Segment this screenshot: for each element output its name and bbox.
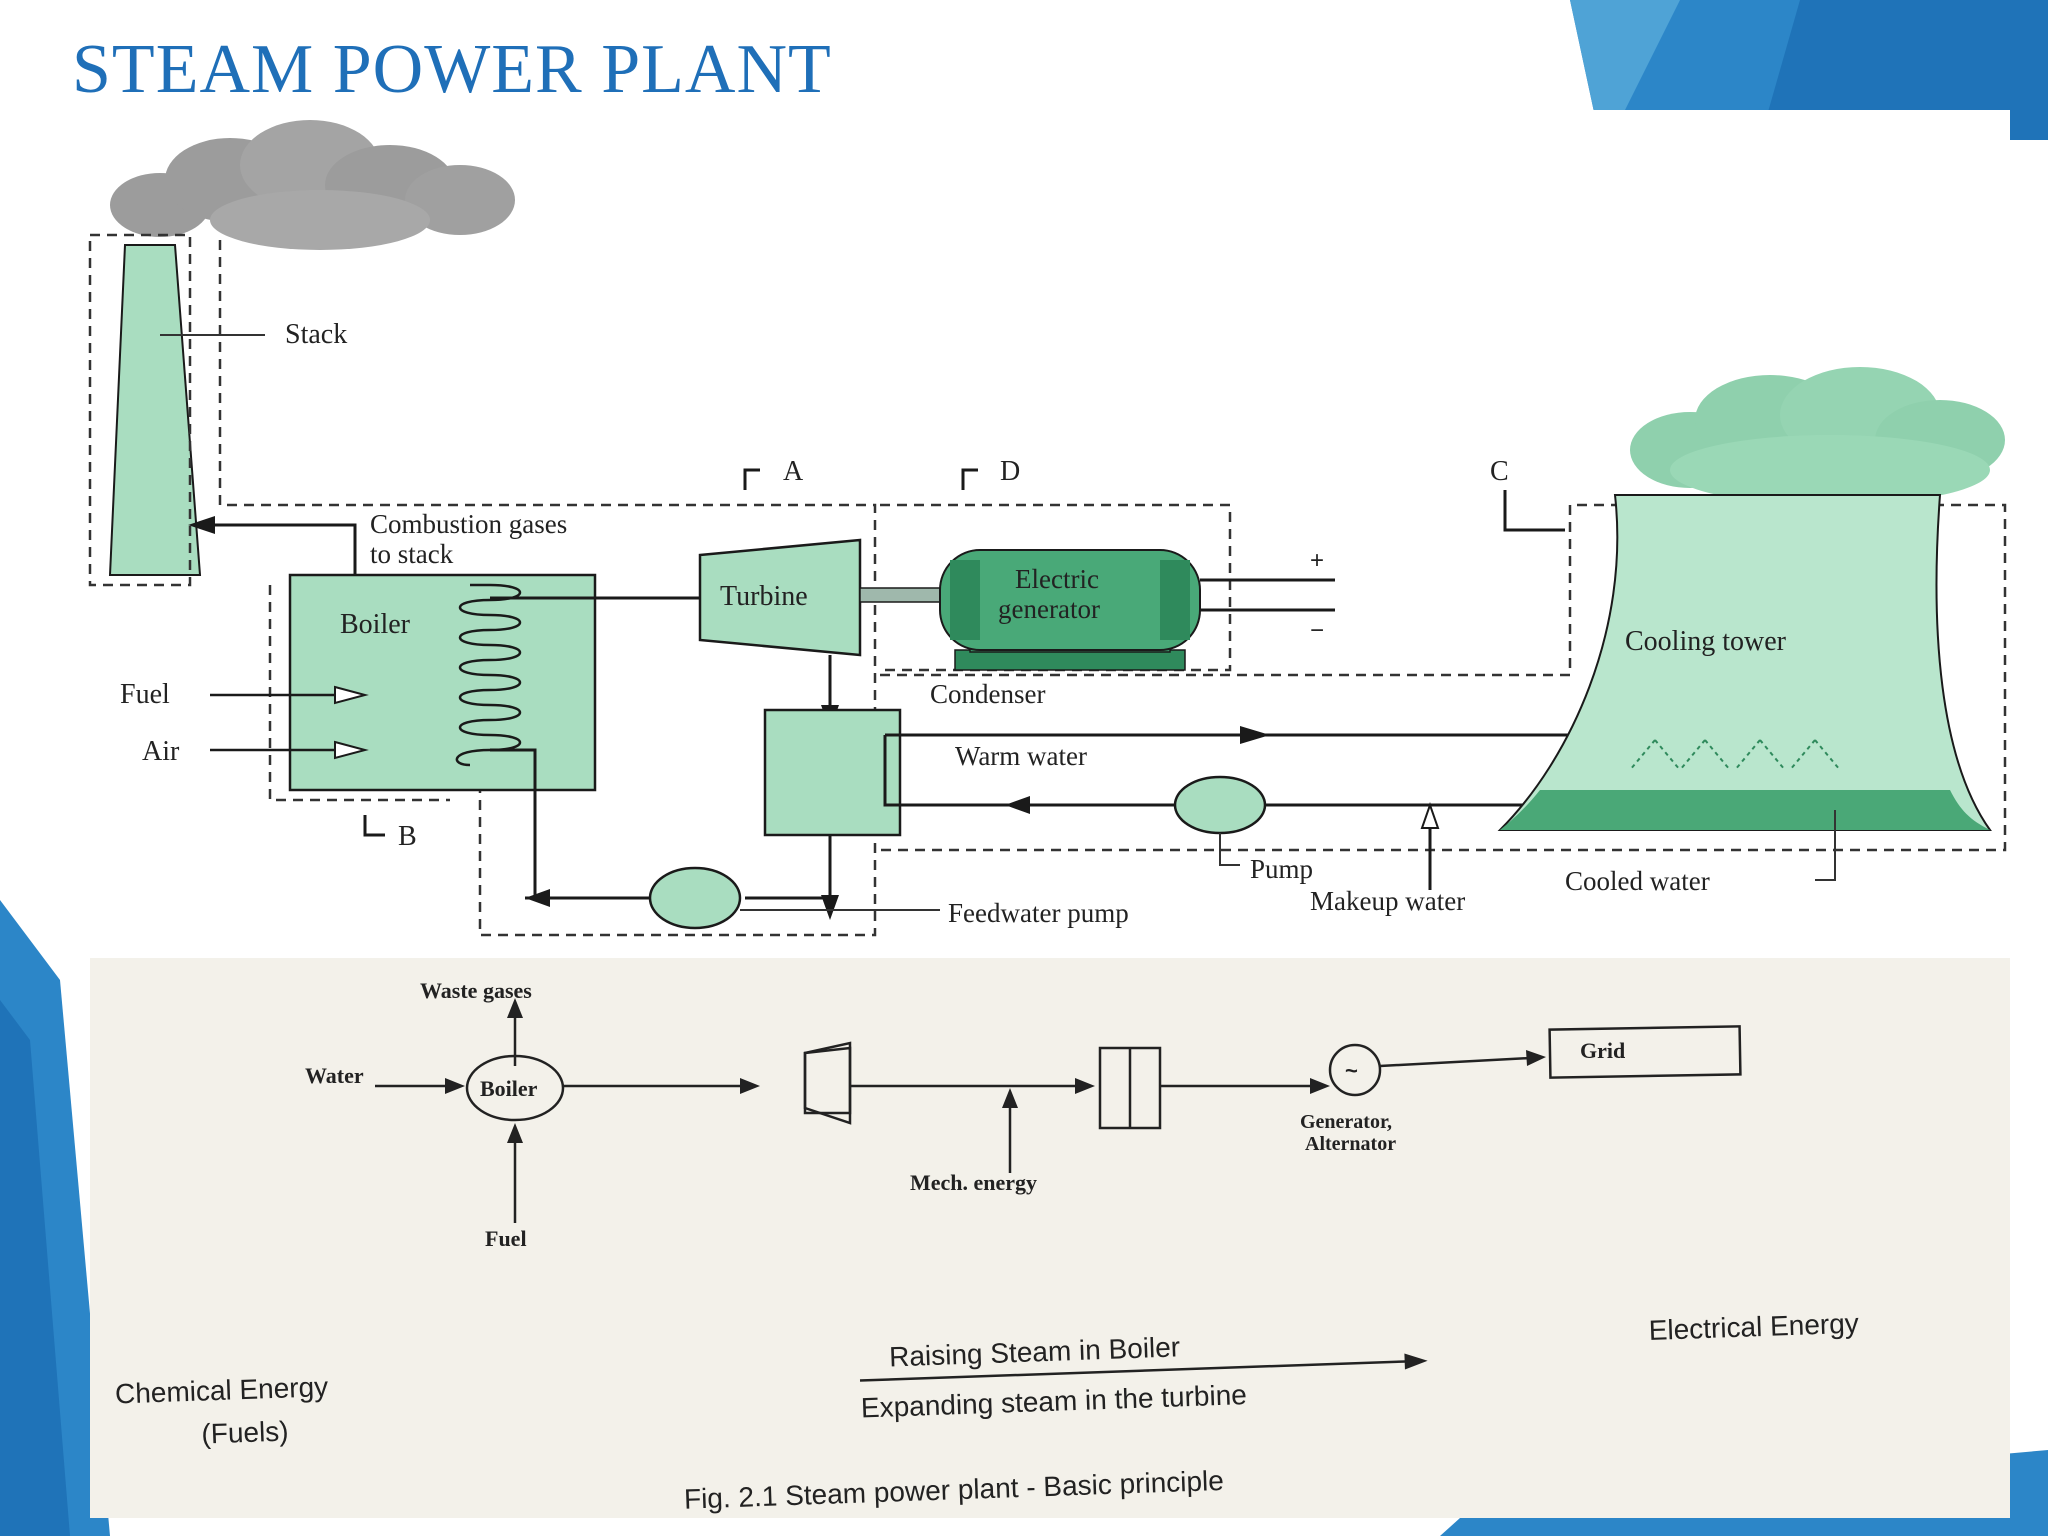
section-a-label: A bbox=[783, 456, 804, 487]
boiler-coil bbox=[455, 583, 522, 767]
mech-energy-label: Mech. energy bbox=[910, 1170, 1037, 1195]
water-arrow-head bbox=[445, 1078, 465, 1094]
section-b-bracket bbox=[363, 815, 385, 837]
chemical-energy-label: Chemical Energy bbox=[114, 1371, 328, 1409]
turbine-body bbox=[698, 538, 862, 657]
stack-chimney bbox=[108, 244, 202, 576]
generator-label-line1: Electric bbox=[1015, 564, 1099, 594]
steam-plant-schematic: Stack A B D C Boiler Fuel Air Combustion bbox=[70, 110, 2010, 960]
electrical-energy-label: Electrical Energy bbox=[1648, 1308, 1859, 1346]
return-arrow-head bbox=[1005, 796, 1030, 814]
feedwater-pump-label: Feedwater pump bbox=[948, 898, 1129, 928]
condenser-inner-line bbox=[883, 735, 900, 807]
grid-box bbox=[1548, 1025, 1742, 1079]
top-right-dark-blade bbox=[1760, 0, 2048, 140]
waste-gases-arrow-head bbox=[507, 998, 523, 1018]
warm-water-arrow-head bbox=[1240, 726, 1270, 744]
stack-label: Stack bbox=[285, 319, 347, 350]
section-c-bracket bbox=[1503, 490, 1565, 532]
generator-circle bbox=[1328, 1043, 1382, 1097]
slide-title: STEAM POWER PLANT bbox=[72, 31, 832, 108]
section-a-bracket bbox=[743, 468, 760, 490]
boiler-circle-label: Boiler bbox=[480, 1076, 538, 1101]
pump-leader bbox=[1219, 833, 1240, 866]
condenser-box bbox=[763, 708, 902, 837]
generator-label-line1: Generator, bbox=[1300, 1111, 1392, 1133]
pump-label: Pump bbox=[1250, 854, 1313, 884]
conversion-arrow-line bbox=[859, 1360, 1410, 1382]
left-dark-blade bbox=[0, 1000, 70, 1536]
combustion-label-line2: to stack bbox=[370, 539, 454, 569]
generator-tilde: ~ bbox=[1345, 1058, 1358, 1083]
air-label: Air bbox=[142, 736, 180, 767]
fuel-arrow-head bbox=[334, 685, 369, 705]
turbine-shaft bbox=[859, 587, 941, 603]
top-right-light-blade bbox=[1570, 0, 1680, 140]
section-a-boundary bbox=[218, 240, 877, 937]
feedwater-to-boiler-line bbox=[490, 748, 537, 900]
makeup-water-label: Makeup water bbox=[1310, 886, 1465, 916]
cooling-tower-basin bbox=[1500, 790, 1990, 830]
combustion-gas-line bbox=[215, 523, 357, 575]
section-c-label: C bbox=[1490, 456, 1509, 487]
conversion-arrow-head bbox=[1404, 1353, 1428, 1370]
stack-boundary bbox=[88, 233, 192, 587]
cooling-pump bbox=[1173, 775, 1267, 835]
cooling-tower-label: Cooling tower bbox=[1625, 626, 1787, 657]
spray-nozzles bbox=[1629, 739, 1841, 771]
steam-arrow-head bbox=[740, 1078, 760, 1094]
section-b-label: B bbox=[398, 821, 417, 852]
section-d-label: D bbox=[1000, 456, 1020, 487]
water-label: Water bbox=[305, 1063, 364, 1088]
shaft-arrow-head bbox=[1075, 1078, 1095, 1094]
combustion-arrow-head bbox=[188, 516, 215, 534]
feedwater-pump bbox=[648, 866, 742, 930]
combustion-label-line1: Combustion gases bbox=[370, 509, 567, 539]
boiler-circle bbox=[465, 1054, 565, 1122]
cooling-tower-steam-icon bbox=[1630, 367, 2005, 505]
section-d-bracket bbox=[961, 468, 978, 490]
turbine-trapezoid bbox=[803, 1041, 852, 1125]
boiler-label: Boiler bbox=[340, 609, 411, 640]
paper-background bbox=[90, 958, 2010, 1518]
generator-label-line2: Alternator bbox=[1305, 1133, 1396, 1155]
mech-energy-arrow-head bbox=[1002, 1088, 1018, 1108]
minus-sign: − bbox=[1310, 617, 1324, 644]
fuel-label: Fuel bbox=[120, 679, 170, 710]
grid-label: Grid bbox=[1580, 1038, 1625, 1063]
warm-water-label: Warm water bbox=[955, 741, 1087, 771]
electric-generator bbox=[939, 549, 1201, 671]
cooled-water-label: Cooled water bbox=[1565, 866, 1710, 896]
fuel-arrow-head bbox=[507, 1123, 523, 1143]
plus-sign: + bbox=[1310, 547, 1324, 574]
air-arrow-head bbox=[334, 740, 369, 760]
generator-to-grid-line bbox=[1379, 1056, 1531, 1068]
smoke-cloud-icon bbox=[110, 120, 515, 250]
condenser-label: Condenser bbox=[930, 679, 1045, 709]
condensate-arrow-head bbox=[821, 895, 839, 920]
section-b-boundary bbox=[268, 585, 450, 802]
generator-label-line2: generator bbox=[998, 594, 1100, 624]
grid-arrow-head bbox=[1526, 1050, 1546, 1066]
fuel-label: Fuel bbox=[485, 1226, 527, 1251]
fuels-label: (Fuels) bbox=[201, 1416, 289, 1450]
generator-arrow-head bbox=[1310, 1078, 1330, 1094]
makeup-water-arrow-head bbox=[1420, 801, 1440, 829]
cooled-water-leader bbox=[1815, 810, 1836, 881]
feedwater-arrow-head bbox=[525, 889, 550, 907]
waste-gases-label: Waste gases bbox=[420, 978, 532, 1003]
turbine-label: Turbine bbox=[720, 581, 808, 612]
basic-principle-figure: Waste gases Water Boiler Fuel Mech. ener… bbox=[90, 958, 2010, 1518]
